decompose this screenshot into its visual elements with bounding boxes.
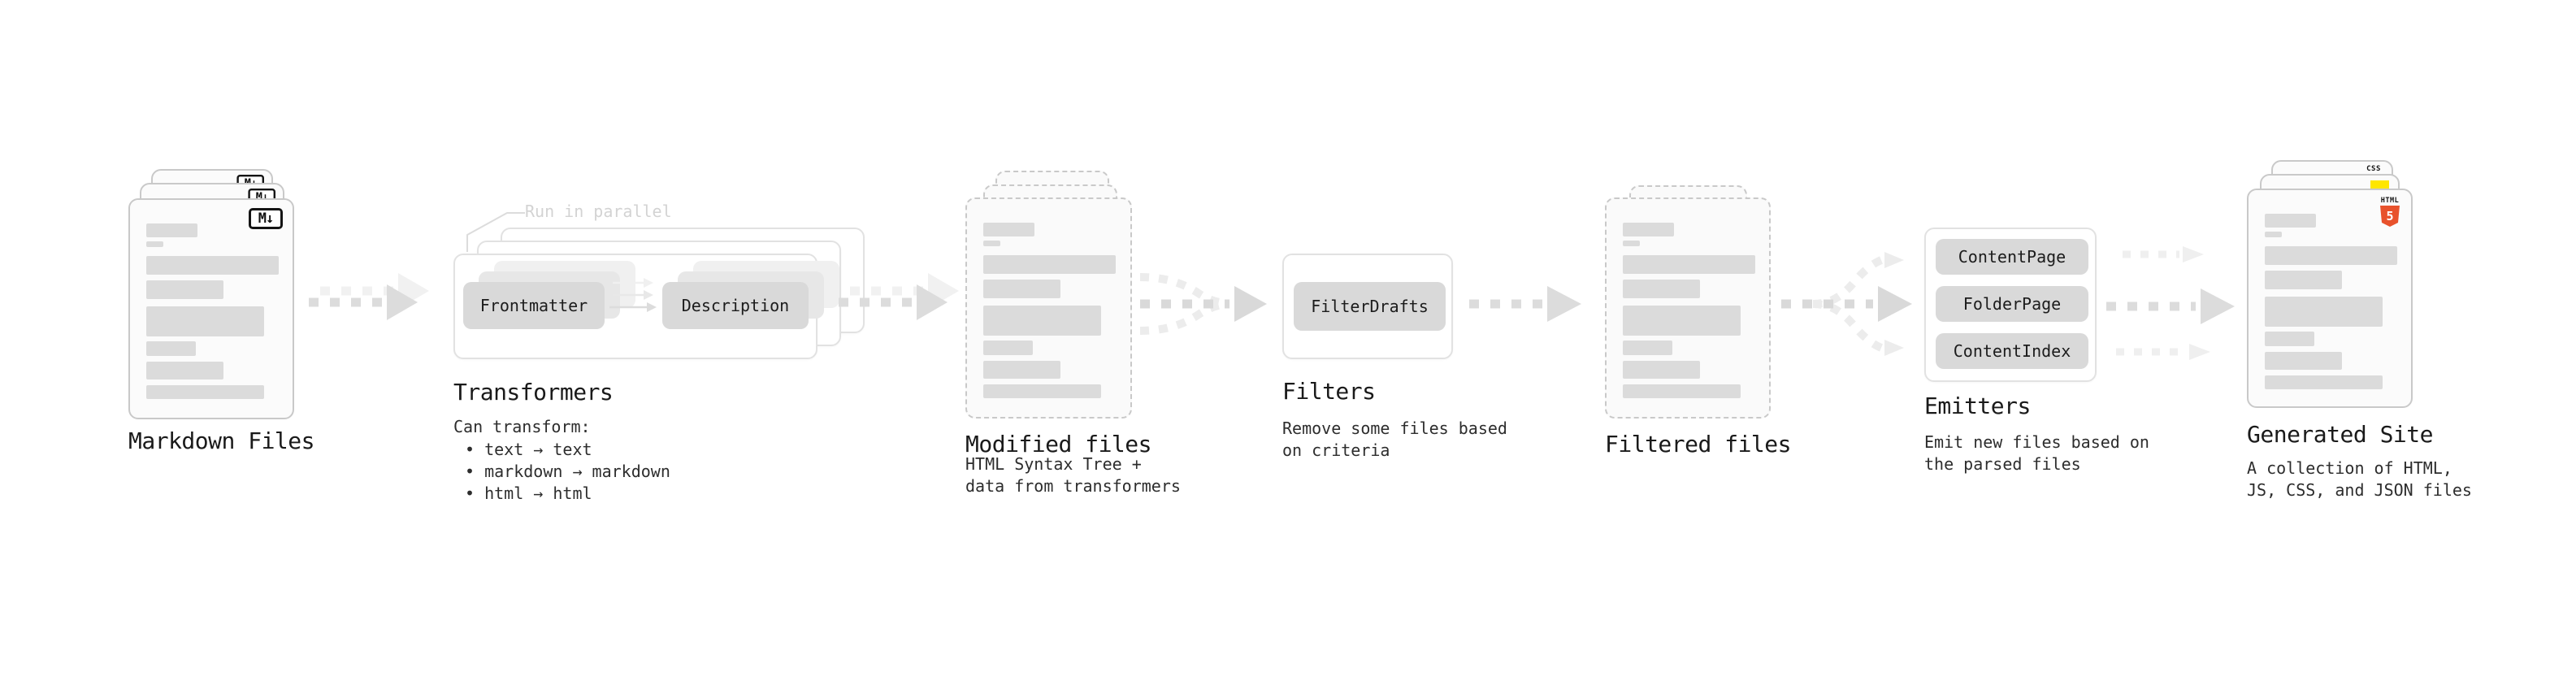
doc-line (146, 306, 264, 336)
stage-description: Remove some files based (1282, 419, 1507, 438)
markdown-icon: M↓ (249, 208, 283, 229)
doc-line (1623, 306, 1741, 336)
node-label: FolderPage (1962, 294, 2062, 314)
transformer-node-description: Description (662, 282, 809, 329)
doc-line (1623, 241, 1640, 246)
js-icon (2370, 180, 2389, 189)
doc-line (983, 223, 1034, 236)
arrow-markdown-to-transformers (309, 273, 429, 320)
stage-description: A collection of HTML, (2247, 458, 2452, 478)
document-content (1607, 199, 1769, 417)
stage-title: Transformers (453, 379, 614, 406)
doc-line (146, 223, 197, 237)
stage-title: Modified files (965, 431, 1152, 458)
document-card-front (965, 197, 1132, 419)
doc-line (2265, 271, 2342, 289)
doc-line (1623, 361, 1700, 379)
stage-description: data from transformers (965, 476, 1181, 496)
document-content (130, 200, 293, 418)
stage-title: Generated Site (2247, 421, 2434, 448)
document-content (2249, 190, 2411, 406)
emitter-node-contentpage: ContentPage (1936, 239, 2088, 275)
doc-line (983, 255, 1116, 274)
arrow-filtered-to-emitters (1781, 252, 1912, 356)
filter-node-filterdrafts: FilterDrafts (1294, 282, 1446, 331)
stage-title: Emitters (1924, 393, 2031, 419)
node-label: Frontmatter (479, 296, 588, 315)
note-connector-line (466, 212, 525, 252)
stage-title: Markdown Files (128, 427, 315, 454)
doc-line (1623, 384, 1741, 398)
stage-description: JS, CSS, and JSON files (2247, 480, 2472, 500)
transform-bullet: • html → html (465, 484, 592, 503)
stage-description: Emit new files based on (1924, 432, 2149, 452)
document-card-front (1605, 197, 1771, 419)
doc-line (146, 341, 196, 356)
svg-text:5: 5 (2386, 209, 2393, 223)
stage-description: HTML Syntax Tree + (965, 454, 1142, 474)
emitter-node-contentindex: ContentIndex (1936, 333, 2088, 369)
doc-line (146, 256, 279, 275)
parallel-flow-arrows (609, 278, 657, 312)
document-card-front: M↓ (128, 198, 294, 419)
doc-line (983, 361, 1060, 379)
transform-bullet: • markdown → markdown (465, 462, 670, 481)
doc-line (1623, 223, 1674, 236)
doc-line (983, 280, 1060, 298)
doc-line (146, 241, 163, 247)
node-label: FilterDrafts (1311, 297, 1429, 316)
transform-bullet: • text → text (465, 440, 592, 459)
doc-line (2265, 332, 2314, 346)
doc-line (2265, 297, 2383, 327)
html5-icon: HTML 5 (2380, 197, 2400, 227)
arrow-transformers-to-modified (839, 273, 959, 320)
doc-line (983, 340, 1033, 355)
document-card-html: HTML 5 (2247, 189, 2413, 408)
stage-title: Filtered files (1605, 431, 1792, 458)
node-label: ContentPage (1958, 247, 2066, 267)
transformer-node-frontmatter: Frontmatter (463, 282, 605, 329)
stage-description-heading: Can transform: (453, 417, 591, 436)
doc-line (146, 385, 264, 399)
doc-line (1623, 255, 1755, 274)
node-label: Description (681, 296, 790, 315)
run-in-parallel-note: Run in parallel (525, 202, 672, 221)
doc-line (2265, 375, 2383, 389)
doc-line (1623, 340, 1672, 355)
doc-line (983, 241, 1000, 246)
css-icon-label: CSS (2366, 165, 2381, 173)
arrow-modified-to-filters (1139, 273, 1267, 335)
doc-line (146, 280, 223, 299)
arrow-emitters-to-generated (2106, 246, 2235, 360)
doc-line (2265, 214, 2316, 228)
transformer-frame-front: Frontmatter Description (453, 254, 839, 359)
markdown-icon-label: M↓ (258, 210, 275, 227)
svg-text:HTML: HTML (2381, 197, 2399, 205)
doc-line (146, 362, 223, 380)
doc-line (1623, 280, 1700, 298)
filters-frame: FilterDrafts (1282, 254, 1453, 359)
doc-line (2265, 246, 2397, 265)
emitter-node-folderpage: FolderPage (1936, 286, 2088, 322)
emitters-frame: ContentPage FolderPage ContentIndex (1924, 228, 2097, 382)
doc-line (2265, 232, 2282, 237)
document-content (967, 199, 1130, 417)
stage-description: the parsed files (1924, 454, 2081, 474)
node-label: ContentIndex (1953, 341, 2071, 361)
doc-line (983, 384, 1101, 398)
stage-description: on criteria (1282, 440, 1390, 460)
stage-title: Filters (1282, 378, 1376, 405)
arrow-filters-to-filtered (1469, 286, 1581, 322)
doc-line (983, 306, 1101, 336)
doc-line (2265, 352, 2342, 370)
